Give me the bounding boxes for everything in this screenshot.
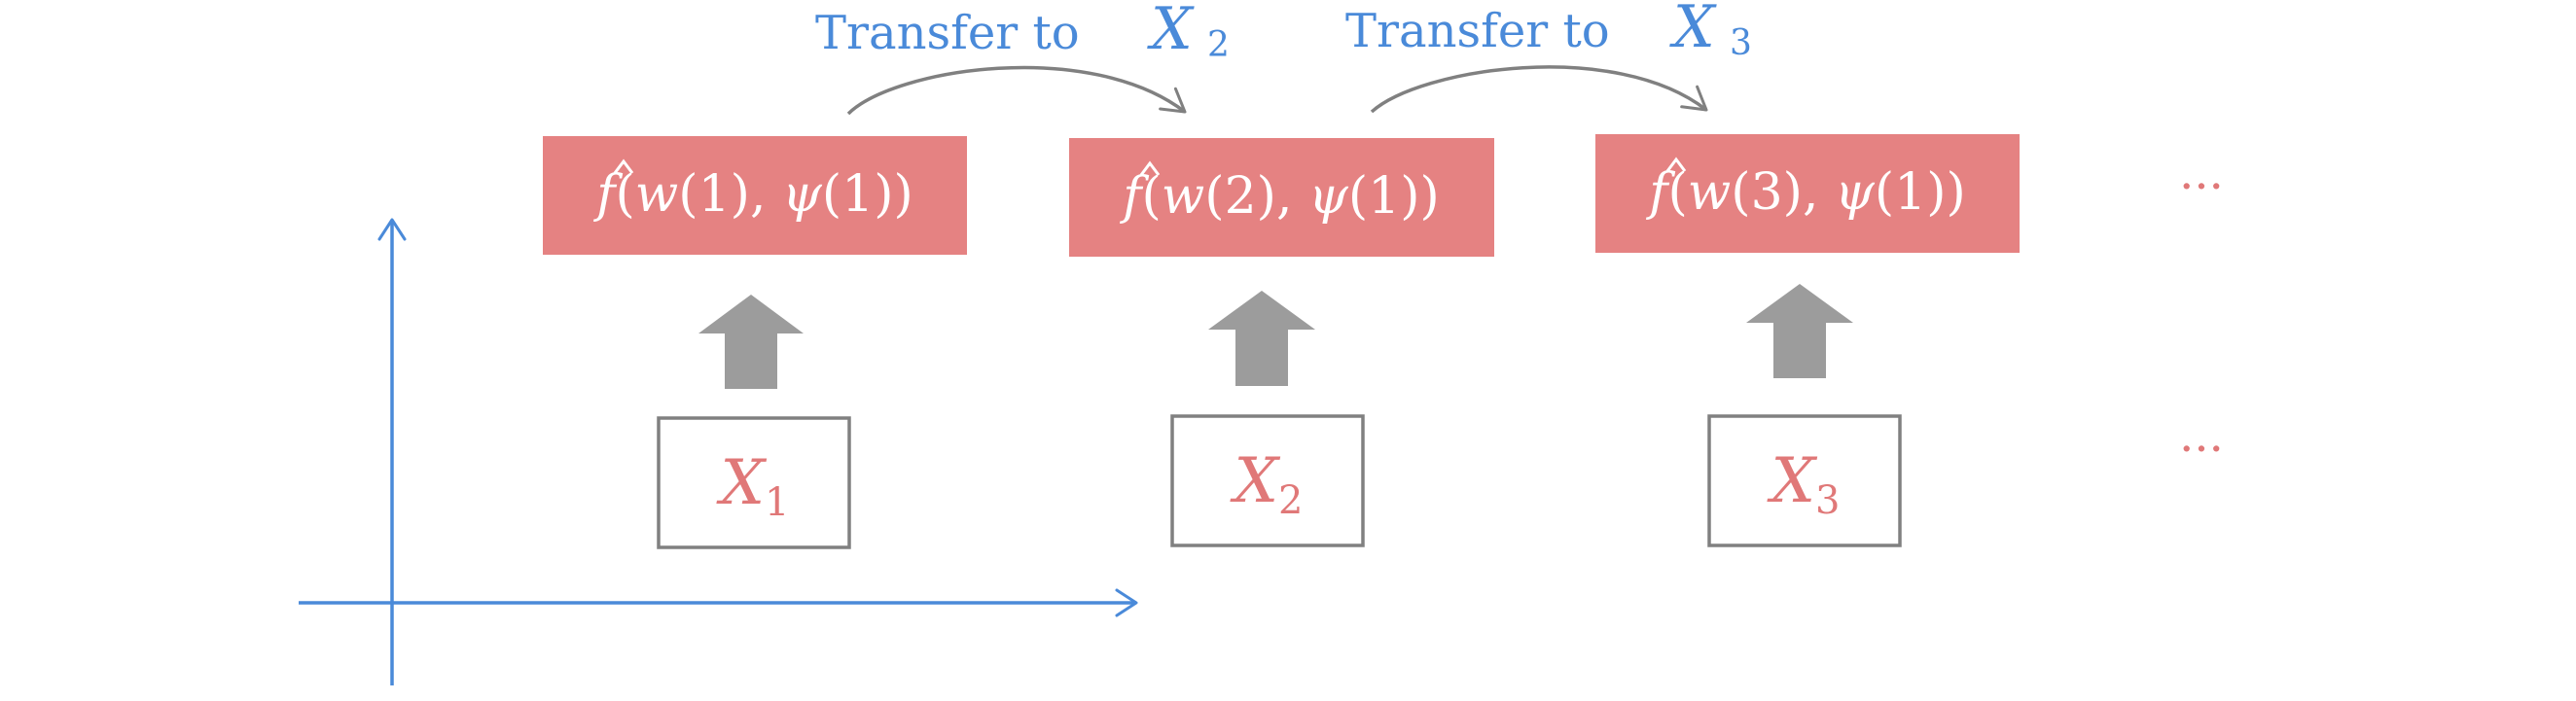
dataset-box-2: X2 xyxy=(1170,414,1365,547)
model-block-1: f(w(1), ψ(1)) xyxy=(543,136,967,255)
dataset-box-1: X1 xyxy=(657,416,851,549)
dataset-box-3: X3 xyxy=(1707,414,1902,547)
transfer-label-1-text: Transfer to xyxy=(815,6,1080,60)
transfer-label-2: Transfer to X 3 xyxy=(1345,0,1752,63)
transfer-label-2-symbol: X xyxy=(1669,0,1717,61)
transfer-label-2-subscript: 3 xyxy=(1730,23,1752,63)
svg-text:f(w(3), ψ(1)): f(w(3), ψ(1)) xyxy=(1645,163,1966,222)
svg-text:f(w(2), ψ(1)): f(w(2), ψ(1)) xyxy=(1119,167,1440,226)
model-block-3: f(w(3), ψ(1)) xyxy=(1595,134,2020,253)
transfer-label-2-text: Transfer to xyxy=(1345,4,1610,58)
transfer-arc-2 xyxy=(1370,65,1708,114)
svg-text:X1: X1 xyxy=(715,447,789,525)
up-arrow-3 xyxy=(1746,284,1853,378)
transfer-label-1-symbol: X xyxy=(1147,0,1195,63)
svg-text:X3: X3 xyxy=(1766,445,1840,523)
svg-text:f(w(1), ψ(1)): f(w(1), ψ(1)) xyxy=(592,165,913,224)
up-arrow-1 xyxy=(698,295,804,389)
ellipsis-bottom: ··· xyxy=(2179,422,2224,476)
svg-text:X2: X2 xyxy=(1229,445,1303,523)
transfer-label-1-subscript: 2 xyxy=(1207,25,1230,65)
up-arrow-2 xyxy=(1208,291,1315,386)
transfer-arc-1 xyxy=(846,65,1187,116)
model-block-2: f(w(2), ψ(1)) xyxy=(1069,138,1494,257)
transfer-label-1: Transfer to X 2 xyxy=(815,0,1230,65)
ellipsis-top: ··· xyxy=(2179,159,2224,214)
